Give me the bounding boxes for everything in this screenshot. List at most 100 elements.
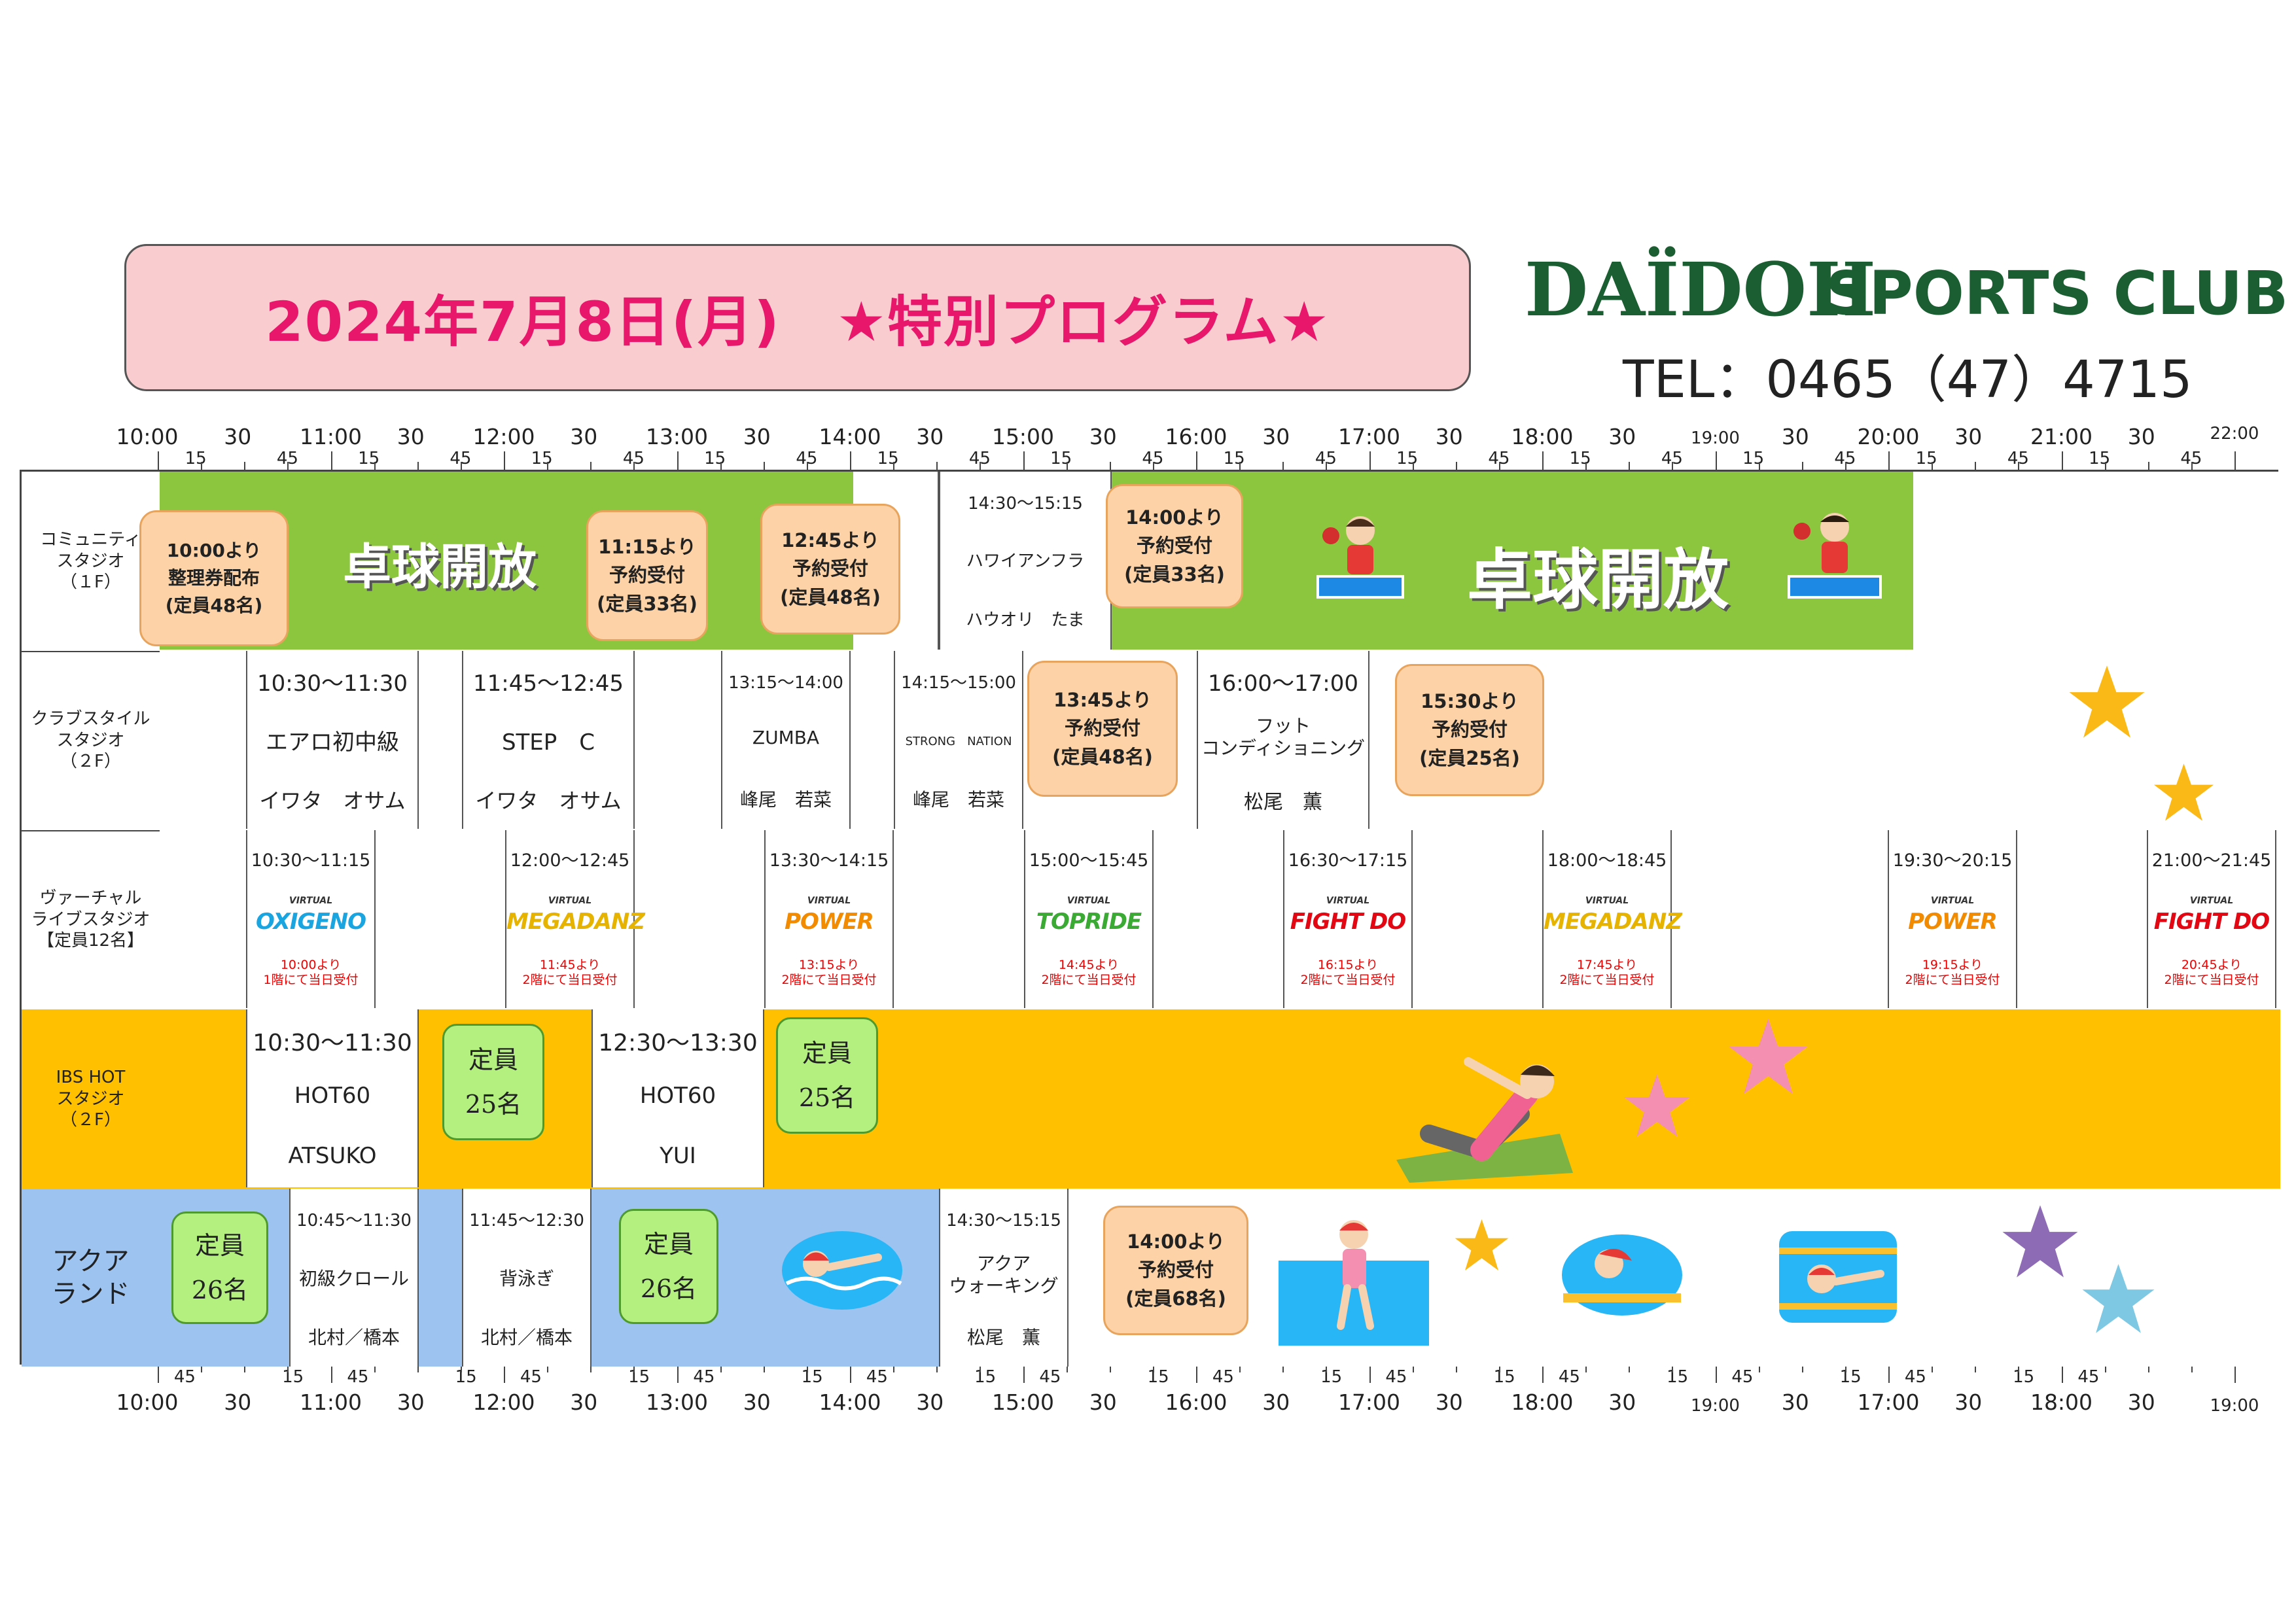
class-hula[interactable]: 14:30～15:15 ハワイアンフラ ハウオリ たま — [939, 472, 1112, 650]
class-name: フット コンディショニング — [1201, 715, 1366, 759]
tick-thirty: 30 — [1089, 1389, 1117, 1415]
tick-hour: 14:00 — [819, 1389, 881, 1415]
class-name: HOT60 — [294, 1083, 371, 1109]
callout-tt-1400: 14:00より 予約受付 (定員33名) — [1106, 484, 1243, 608]
tick-hour: 15:00 — [991, 1389, 1055, 1415]
aqua-walking-illustration — [1279, 1220, 1429, 1346]
class-foot-conditioning[interactable]: 16:00～17:00 フット コンディショニング 松尾 薫 — [1197, 651, 1369, 829]
tick-hour: 13:00 — [645, 424, 709, 449]
tick-mark — [2147, 462, 2149, 470]
tick-mark — [1888, 451, 1890, 470]
tick-quarter: 15 — [1320, 1367, 1343, 1387]
tick-hour: 17:00 — [1337, 424, 1401, 449]
entry-place-note: 2階にて当日受付 — [781, 973, 877, 987]
tick-quarter: 45 — [173, 1367, 196, 1387]
class-zumba[interactable]: 13:15～14:00 ZUMBA 峰尾 若菜 — [721, 651, 851, 829]
callout-capacity-hot-2: 定員 25名 — [776, 1017, 878, 1134]
tick-thirty: 30 — [743, 424, 771, 449]
callout-tt-1245: 12:45より 予約受付 (定員48名) — [760, 504, 900, 635]
tick-thirty: 30 — [397, 1389, 425, 1415]
class-crawl[interactable]: 10:45～11:30 初級クロール 北村／橋本 — [289, 1189, 419, 1367]
tick-quarter: 45 — [1661, 449, 1683, 468]
tick-hour: 18:00 — [2030, 1389, 2093, 1415]
row-label-clubstyle: クラブスタイル スタジオ （２F） — [22, 651, 162, 831]
program-logo: FIGHT DO — [2153, 909, 2270, 935]
entry-time-note: 11:45より — [539, 958, 601, 972]
table-tennis-player-icon — [1316, 516, 1404, 599]
virtual-logo-small: VIRTUAL — [1326, 896, 1370, 906]
entry-time-note: 10:00より — [280, 958, 342, 972]
class-hot60-yui[interactable]: 12:30～13:30 HOT60 YUI — [592, 1009, 764, 1187]
program-logo: TOPRIDE — [1036, 909, 1142, 935]
tick-mark — [374, 462, 376, 470]
tick-thirty: 30 — [916, 1389, 944, 1415]
tick-quarter: 15 — [1915, 449, 1937, 468]
class-aqua-walking[interactable]: 14:30～15:15 アクア ウォーキング 松尾 薫 — [939, 1189, 1069, 1367]
tick-thirty: 30 — [397, 424, 425, 449]
row-label-aqua: アクア ランド — [22, 1189, 162, 1367]
tick-quarter: 15 — [185, 449, 207, 468]
program-logo: OXIGENO — [255, 909, 366, 935]
tick-mark — [1455, 462, 1457, 470]
class-hot60-atsuko[interactable]: 10:30～11:30 HOT60 ATSUKO — [246, 1009, 419, 1187]
tick-mark — [1412, 462, 1414, 470]
tick-mark — [201, 462, 203, 470]
tick-thirty: 30 — [1435, 1389, 1463, 1415]
tick-quarter: 15 — [628, 1367, 650, 1387]
class-instructor: 峰尾 若菜 — [739, 789, 832, 811]
entry-time-note: 20:45より — [2181, 958, 2242, 972]
class-step[interactable]: 11:45～12:45 STEP C イワタ オサム — [462, 651, 635, 829]
open-label-2: 卓球開放 — [1467, 542, 1729, 618]
tick-quarter: 15 — [531, 449, 553, 468]
tick-hour: 15:00 — [991, 424, 1055, 449]
club-logo: DAÏDOH — [1525, 247, 1876, 333]
tick-mark — [244, 462, 246, 470]
tick-thirty: 30 — [1262, 1389, 1290, 1415]
tick-quarter: 15 — [974, 1367, 997, 1387]
row-label-ibs: IBS HOT スタジオ （２F） — [22, 1009, 162, 1190]
tick-mark — [936, 462, 938, 470]
class-strong-nation[interactable]: 14:15～15:00 STRONG NATION 峰尾 若菜 — [894, 651, 1023, 829]
class-name: HOT60 — [639, 1083, 716, 1109]
tick-quarter: 45 — [1142, 449, 1164, 468]
tick-hour: 19:00 — [1691, 428, 1740, 448]
class-instructor: イワタ オサム — [475, 788, 622, 813]
program-logo: MEGADANZ — [506, 909, 645, 935]
tick-quarter: 15 — [1569, 449, 1591, 468]
class-name: STRONG NATION — [905, 735, 1012, 748]
class-aero[interactable]: 10:30～11:30 エアロ初中級 イワタ オサム — [246, 651, 419, 829]
callout-capacity-aqua-2: 定員 26名 — [619, 1209, 718, 1324]
star-icon — [1455, 1219, 1509, 1271]
swimmer-illustration — [782, 1231, 902, 1310]
tick-mark — [1845, 462, 1846, 470]
open-label-1: 卓球開放 — [343, 539, 537, 595]
class-time: 12:00～12:45 — [510, 850, 630, 871]
tick-mark — [850, 1365, 851, 1383]
tick-mark — [2018, 462, 2020, 470]
class-time: 11:45～12:30 — [469, 1211, 584, 1230]
tick-quarter: 45 — [1212, 1367, 1234, 1387]
tick-mark — [1888, 1365, 1890, 1383]
program-logo: POWER — [785, 909, 874, 935]
class-time: 10:30～11:15 — [251, 850, 371, 871]
callout-foot-1530: 15:30より 予約受付 (定員25名) — [1395, 664, 1544, 796]
tick-mark — [158, 1365, 159, 1383]
tick-thirty: 30 — [2127, 1389, 2155, 1415]
callout-aqua-1400: 14:00より 予約受付 (定員68名) — [1103, 1206, 1248, 1335]
entry-time-note: 13:15より — [798, 958, 860, 972]
class-backstroke[interactable]: 11:45～12:30 背泳ぎ 北村／橋本 — [462, 1189, 592, 1367]
tick-quarter: 45 — [276, 449, 298, 468]
class-time: 10:45～11:30 — [296, 1211, 412, 1230]
star-icon — [2153, 763, 2214, 821]
entry-place-note: 2階にて当日受付 — [1559, 973, 1655, 987]
tick-mark — [460, 462, 462, 470]
tick-quarter: 15 — [801, 1367, 823, 1387]
